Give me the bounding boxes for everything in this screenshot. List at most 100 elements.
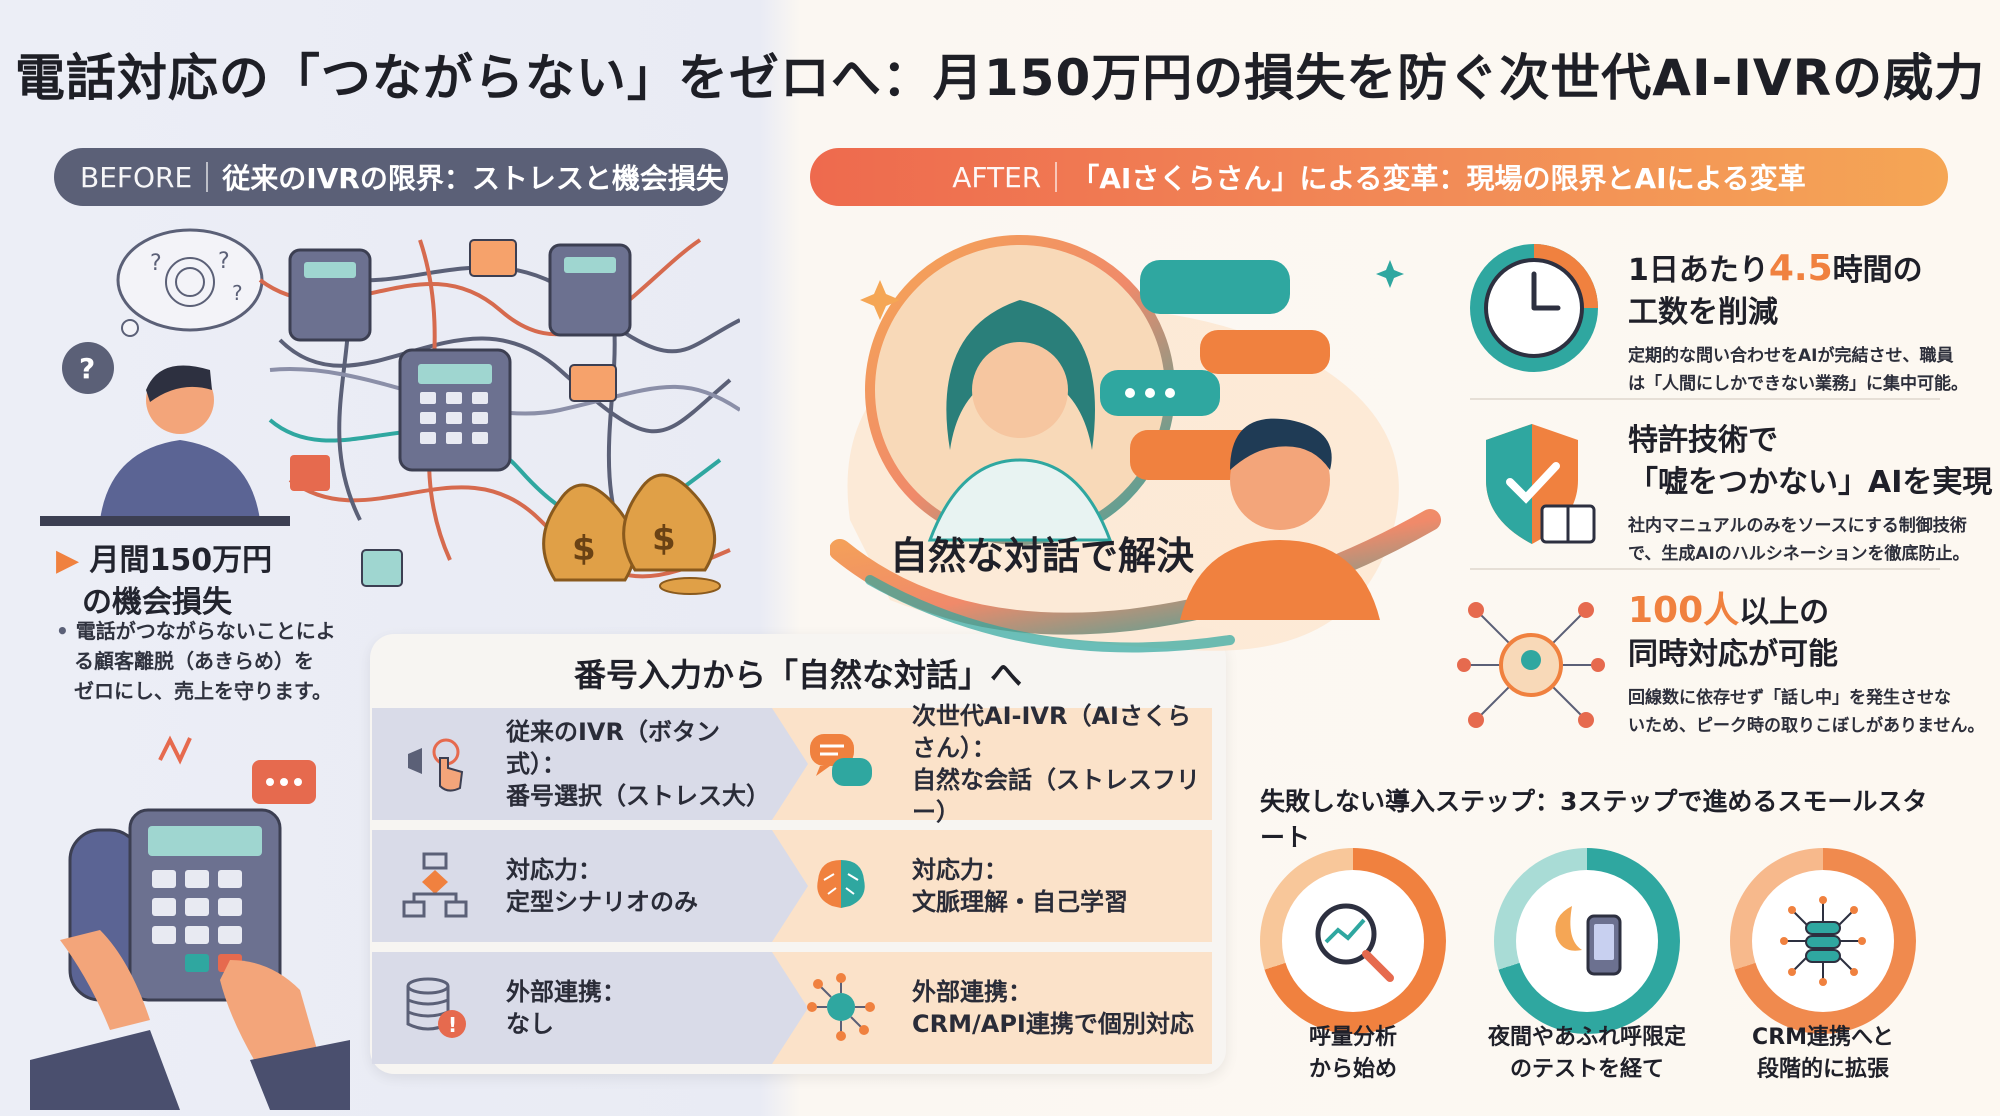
before-label: 従来のIVRの限界：ストレスと機会損失 [222, 162, 724, 195]
compare-arrow-3 [772, 952, 808, 1064]
ringing-icon [158, 735, 192, 765]
ai-conversation-illustration [830, 235, 1441, 653]
svg-text:$: $ [572, 529, 596, 569]
chat-bubble-teal-1 [1140, 260, 1290, 314]
compare-row-1-right-line-1: 次世代AI-IVR（AIさくらさん）： [912, 702, 1191, 762]
right-hand-icon [220, 960, 320, 1070]
customer-avatar [1230, 430, 1330, 530]
page-title: 電話対応の「つながらない」をゼロへ：月150万円の損失を防ぐ次世代AI-IVRの… [14, 49, 1986, 107]
loss-marker-icon: ▶ [56, 543, 90, 578]
compare-arrow-1 [772, 708, 808, 820]
step-3-label: CRM連携へと 段階的に拡張 [1703, 1022, 1943, 1086]
feature-1-highlight: 4.5 [1768, 248, 1833, 289]
phone-icon-3 [398, 348, 512, 472]
after-tag: AFTER [952, 160, 1042, 194]
feature-2-title: 特許技術で [1628, 423, 1778, 458]
magnifier-chart-icon [1315, 903, 1394, 982]
phone-icon-2 [548, 243, 632, 337]
svg-text:!: ! [448, 1013, 457, 1037]
feature-2-desc-2: で、生成AIのハルシネーションを徹底防止。 [1628, 544, 1970, 564]
feature-2-desc-1: 社内マニュアルのみをソースにする制御技術 [1628, 516, 1967, 536]
message-card-icon [469, 239, 517, 277]
network-phone-icon [1457, 602, 1605, 728]
compare-row-2-right: 対応力： 文脈理解・自己学習 [772, 830, 1212, 942]
feature-3-desc-1: 回線数に依存せず「話し中」を発生させな [1628, 688, 1951, 708]
after-label: 「AIさくらさん」による変革：現場の限界とAIによる変革 [1071, 162, 1806, 195]
feature-divider-1 [1470, 398, 1940, 400]
steps-title: 失敗しない導入ステップ：3ステップで進めるスモールスタート [1260, 787, 1928, 852]
question-icon [62, 342, 114, 394]
feature-3: 100人以上の 同時対応が可能 回線数に依存せず「話し中」を発生させな いため、… [1628, 590, 1985, 740]
after-separator [1055, 162, 1058, 192]
clock-icon [1470, 244, 1598, 372]
feature-3-line-2: 同時対応が可能 [1628, 637, 1838, 672]
comparison-title: 番号入力から「自然な対話」へ [573, 656, 1022, 694]
brain-network-icon [817, 860, 865, 908]
compare-row-1-left: 従来のIVR（ボタン式）： 番号選択（ストレス大） [372, 708, 772, 820]
compare-row-3-left-line-2: なし [506, 1010, 554, 1038]
svg-text:?: ? [79, 352, 95, 385]
tangled-phones-illustration: ? ? ? ? [40, 228, 740, 595]
feature-1-pre: 1日あたり [1628, 253, 1769, 288]
ai-solution-label: 自然な対話で解決 [890, 534, 1195, 578]
feature-1-title: 1日あたり4.5時間の [1628, 248, 1968, 292]
compare-row-2-left-line-1: 対応力： [506, 856, 602, 884]
before-separator [206, 162, 209, 192]
feature-divider-2 [1470, 568, 1940, 570]
compare-row-2-right-line-1: 対応力： [912, 856, 1008, 884]
feature-3-post: 以上の [1739, 595, 1830, 630]
before-tag: BEFORE [80, 160, 193, 194]
compare-row-1-left-line-2: 番号選択（ストレス大） [506, 782, 770, 810]
compare-row-3-right-line-2: CRM/API連携で個別対応 [912, 1010, 1194, 1038]
phone-icon-1 [288, 248, 372, 342]
step-3-line-1: CRM連携へと [1752, 1025, 1894, 1050]
loss-desc-line-3: ゼロにし、売上を守ります。 [74, 679, 332, 703]
button-press-icon [408, 738, 464, 792]
feature-1-desc-1: 定期的な問い合わせをAIが完結させ、職員 [1628, 346, 1954, 366]
feature-3-desc-2: いため、ピーク時の取りこぼしがありません。 [1628, 716, 1985, 736]
svg-text:?: ? [218, 249, 230, 274]
loss-line-1: 月間150万円 [89, 543, 273, 578]
flowchart-icon [402, 852, 468, 918]
compare-row-1-right-line-2: 自然な会話（ストレスフリー） [912, 766, 1200, 826]
feature-3-title: 100人以上の [1628, 590, 1985, 634]
thought-bubble-icon [116, 228, 264, 332]
chat-bubbles-icon [810, 734, 872, 786]
compare-arrow-2 [772, 830, 808, 942]
step-1-label: 呼量分析 から始め [1233, 1022, 1473, 1086]
before-header: BEFORE 従来のIVRの限界：ストレスと機会損失 [54, 148, 728, 206]
left-hand-icon [60, 930, 150, 1030]
feature-3-highlight: 100人 [1628, 590, 1740, 631]
moon-phone-icon [1555, 906, 1622, 976]
compare-row-2-right-line-2: 文脈理解・自己学習 [912, 888, 1128, 916]
database-network-icon [1780, 896, 1866, 986]
database-error-icon: ! [406, 977, 466, 1038]
chat-bubble-teal-2 [1100, 370, 1220, 416]
chat-bubble-orange-1 [1200, 330, 1330, 374]
loss-description: • 電話がつながらないことによ る顧客離脱（あきらめ）を ゼロにし、売上を守りま… [56, 616, 356, 706]
step-1-line-2: から始め [1308, 1057, 1397, 1082]
feature-1-line-2: 工数を削減 [1628, 295, 1778, 330]
money-bags-icon: $ $ [542, 473, 721, 595]
phone-in-hands-illustration [30, 735, 350, 1110]
feature-1: 1日あたり4.5時間の 工数を削減 定期的な問い合わせをAIが完結させ、職員 は… [1628, 248, 1968, 398]
compare-row-3-left-line-1: 外部連携： [506, 978, 626, 1006]
loss-desc-line-1: 電話がつながらないことによ [75, 619, 336, 643]
feature-2: 特許技術で 「嘘をつかない」AIを実現 社内マニュアルのみをソースにする制御技術… [1628, 420, 1992, 568]
compare-row-3-left: 外部連携： なし [372, 952, 772, 1064]
compare-row-1-left-line-1: 従来のIVR（ボタン式）： [506, 718, 720, 778]
loss-line-2: の機会損失 [82, 585, 232, 620]
sparkle-icon [860, 280, 900, 320]
step-2-label: 夜間やあふれ呼限定 のテストを経て [1467, 1022, 1707, 1086]
loss-desc-line-2: る顧客離脱（あきらめ）を [74, 649, 314, 673]
message-card-icon-2 [569, 364, 617, 402]
alert-card-icon [290, 455, 330, 491]
step-1-line-1: 呼量分析 [1308, 1025, 1397, 1050]
loss-headline: ▶ 月間150万円 の機会損失 [56, 540, 272, 624]
step-2-line-1: 夜間やあふれ呼限定 [1487, 1025, 1686, 1050]
svg-text:?: ? [150, 251, 162, 276]
svg-text:?: ? [232, 281, 243, 305]
compare-row-2-left-line-2: 定型シナリオのみ [506, 888, 698, 916]
svg-text:$: $ [652, 519, 676, 559]
after-header: AFTER 「AIさくらさん」による変革：現場の限界とAIによる変革 [810, 148, 1948, 206]
